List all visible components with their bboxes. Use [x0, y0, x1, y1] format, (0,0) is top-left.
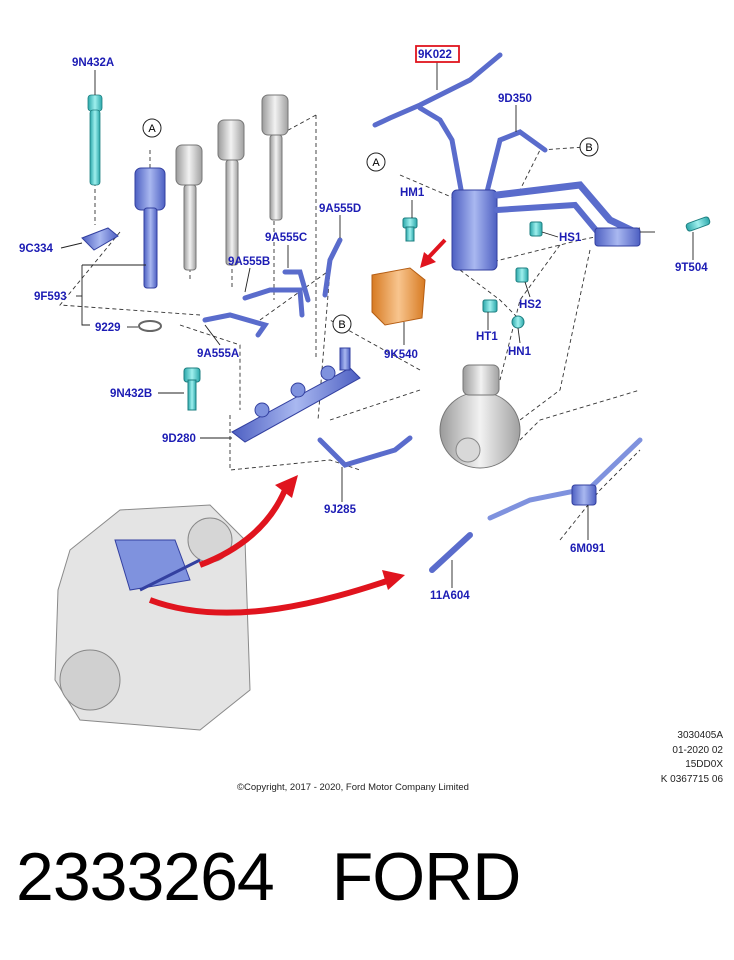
label-9C334: 9C334 [19, 243, 53, 255]
meta-code: 3030405A [677, 730, 723, 741]
glow-plug-11A604 [429, 532, 473, 573]
diagram-metadata: 3030405A 01-2020 02 15DD0X K 0367715 06 [661, 729, 723, 787]
label-9N432A: 9N432A [72, 57, 114, 69]
label-6M091: 6M091 [570, 543, 606, 555]
injector-grey-2 [217, 119, 245, 266]
clamp-9C334 [81, 227, 119, 251]
label-HS2: HS2 [519, 299, 541, 311]
pipe-9J285 [317, 435, 413, 468]
engine-block [54, 504, 251, 731]
meta-ref: K 0367715 06 [660, 773, 723, 785]
injector-grey-3 [261, 94, 289, 221]
fastener-HS2 [515, 267, 529, 283]
washer-9229 [138, 320, 162, 332]
bolt-9N432A [87, 94, 103, 186]
svg-text:A: A [148, 123, 156, 135]
highlight-box-9K022 [415, 45, 460, 63]
return-pipe-9K022 [372, 52, 503, 128]
callout-a-1: A [142, 118, 162, 138]
pipe-9D350 [482, 129, 548, 203]
label-9N432B: 9N432B [110, 388, 152, 400]
label-HM1: HM1 [400, 187, 425, 199]
callout-b-1: B [579, 137, 599, 157]
meta-date: 01-2020 02 [672, 744, 723, 756]
label-9A555B: 9A555B [228, 256, 270, 268]
bolt-9N432B [183, 367, 201, 411]
fastener-HN1 [511, 315, 525, 329]
label-9J285: 9J285 [324, 504, 357, 516]
label-9K540: 9K540 [384, 349, 418, 361]
svg-text:B: B [585, 142, 592, 154]
fuel-rail-9D280 [231, 347, 361, 443]
fastener-HT1 [482, 299, 498, 313]
fastener-HM1 [402, 217, 418, 242]
label-9F593: 9F593 [34, 291, 67, 303]
label-HN1: HN1 [508, 346, 532, 358]
bolt-9T504 [685, 216, 711, 232]
harness-6M091 [487, 437, 643, 521]
label-HS1: HS1 [559, 232, 582, 244]
part-9K540 [371, 267, 426, 326]
injector-blue-9F593 [134, 167, 166, 289]
label-11A604: 11A604 [430, 590, 470, 602]
svg-text:A: A [372, 157, 380, 169]
injector-grey-1 [175, 144, 203, 271]
label-9A555C: 9A555C [265, 232, 307, 244]
return-pipe-branch [417, 105, 465, 198]
footer-brand: FORD [331, 839, 522, 915]
label-HT1: HT1 [476, 331, 498, 343]
label-9D280: 9D280 [162, 433, 196, 445]
footer-part-number: 2333264 [16, 839, 275, 915]
label-9229: 9229 [95, 322, 121, 334]
leader-lines [60, 62, 694, 588]
part-labels: 9N432A 9K022 9D350 HM1 9A555D 9A555C 9A5… [19, 49, 708, 602]
footer-caption: 2333264 FORD [16, 838, 522, 916]
callout-b-2: B [332, 314, 352, 334]
label-9D350: 9D350 [498, 93, 532, 105]
exploded-parts-diagram: A A B B 9N432A 9K022 9D350 HM1 9A555D 9A… [19, 45, 711, 731]
red-arrows [148, 238, 447, 616]
high-pressure-pump [439, 364, 521, 469]
svg-text:B: B [338, 319, 345, 331]
callout-a-2: A [366, 152, 386, 172]
copyright-notice: ©Copyright, 2017 - 2020, Ford Motor Comp… [237, 782, 469, 793]
label-9A555D: 9A555D [319, 203, 361, 215]
fastener-HS1 [529, 221, 543, 237]
fuel-filter-housing [451, 181, 641, 271]
meta-model: 15DD0X [685, 759, 723, 770]
label-9K022: 9K022 [418, 49, 452, 61]
connector-6M091 [571, 484, 597, 506]
label-9T504: 9T504 [675, 262, 708, 274]
pipes-9A555 [202, 237, 343, 338]
label-9A555A: 9A555A [197, 348, 239, 360]
